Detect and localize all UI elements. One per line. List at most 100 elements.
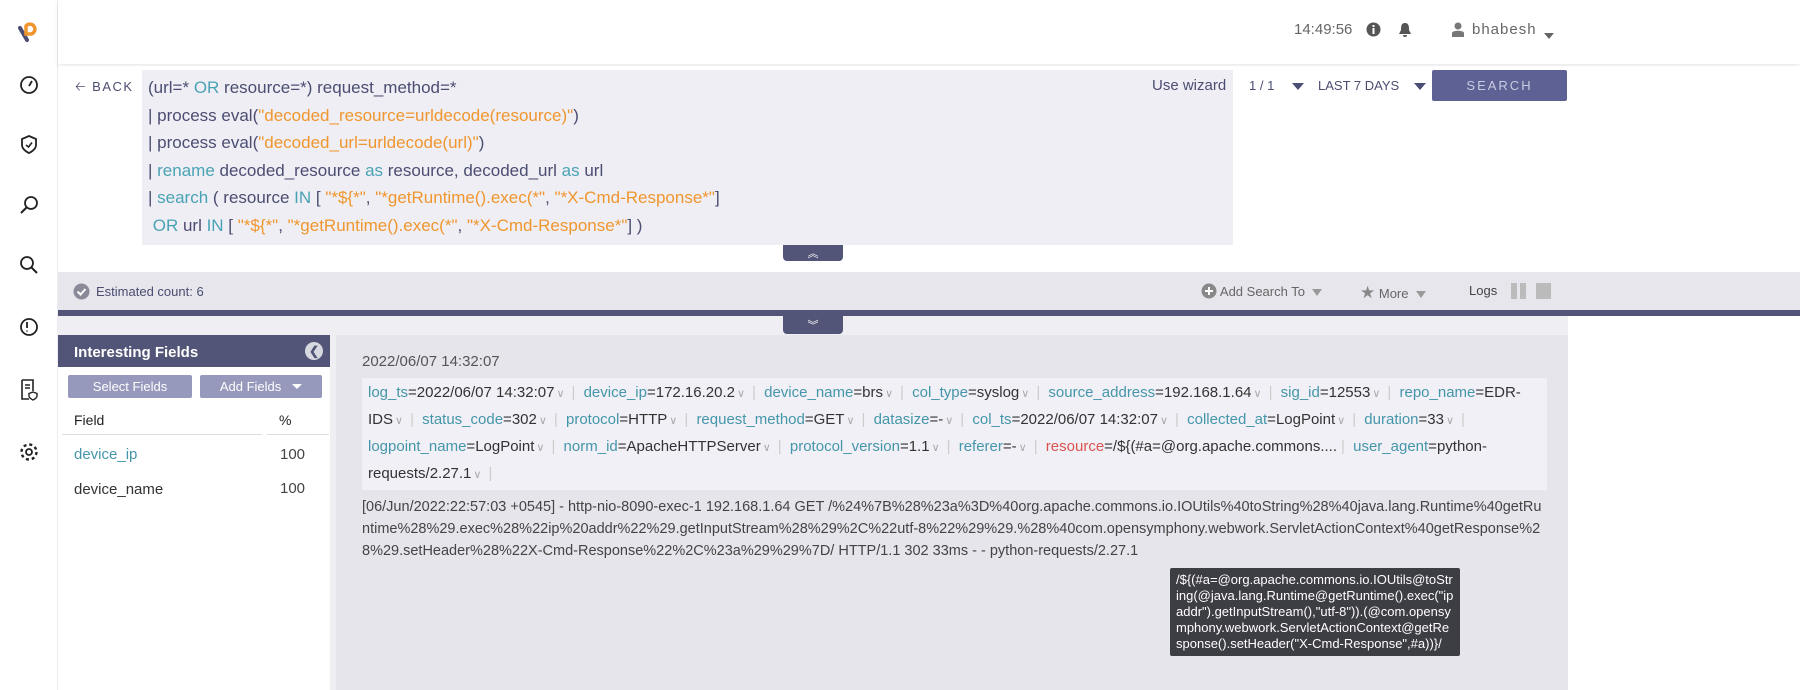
- log-field-collected-at[interactable]: collected_at=LogPoint∨: [1187, 411, 1346, 428]
- log-field-source-address[interactable]: source_address=192.168.1.64∨: [1048, 384, 1262, 401]
- field-key[interactable]: request_method: [696, 411, 805, 428]
- field-value[interactable]: python-requests/2.27.1: [368, 438, 1487, 482]
- field-value[interactable]: ApacheHTTPServer: [626, 438, 761, 455]
- log-field-repo-name[interactable]: repo_name=EDR-IDS∨: [368, 384, 1521, 428]
- chevron-down-icon[interactable]: ∨: [536, 442, 545, 454]
- chevron-down-icon[interactable]: ∨: [945, 415, 954, 427]
- chevron-down-icon[interactable]: [1544, 27, 1554, 44]
- field-key[interactable]: protocol_version: [789, 438, 900, 455]
- field-value[interactable]: 302: [511, 411, 537, 428]
- shield-check-icon[interactable]: [17, 133, 41, 157]
- chevron-down-icon[interactable]: ∨: [884, 388, 894, 400]
- log-field-protocol-version[interactable]: protocol_version=1.1∨: [789, 438, 940, 455]
- field-value[interactable]: 1.1: [908, 438, 930, 455]
- field-key[interactable]: collected_at: [1187, 411, 1268, 428]
- chevron-down-icon[interactable]: ∨: [473, 469, 482, 481]
- chevron-down-icon[interactable]: ∨: [1445, 415, 1455, 427]
- chevron-down-icon[interactable]: ∨: [762, 442, 771, 454]
- time-range-dropdown[interactable]: LAST 7 DAYS: [1318, 78, 1426, 93]
- investigate-icon[interactable]: [17, 193, 41, 217]
- log-field-duration[interactable]: duration=33∨: [1364, 411, 1455, 428]
- log-field-logpoint-name[interactable]: logpoint_name=LogPoint∨: [368, 438, 545, 455]
- collapse-panel-icon[interactable]: ❮: [305, 342, 323, 360]
- field-key[interactable]: col_type: [912, 384, 968, 401]
- field-key[interactable]: norm_id: [563, 438, 618, 455]
- log-field-device-ip[interactable]: device_ip=172.16.20.2∨: [583, 384, 746, 401]
- chevron-down-icon[interactable]: ∨: [846, 415, 855, 427]
- field-key[interactable]: repo_name: [1399, 384, 1476, 401]
- pager-dropdown[interactable]: 1 / 1: [1249, 78, 1305, 93]
- field-row-device-ip[interactable]: device_ip: [74, 446, 138, 463]
- chevron-down-icon[interactable]: ∨: [556, 388, 565, 400]
- field-key[interactable]: datasize: [873, 411, 930, 428]
- field-key[interactable]: source_address: [1048, 384, 1156, 401]
- log-field-col-type[interactable]: col_type=syslog∨: [912, 384, 1030, 401]
- search-button[interactable]: SEARCH: [1432, 70, 1567, 101]
- field-key[interactable]: referer: [958, 438, 1003, 455]
- expand-query-button[interactable]: ︾: [783, 316, 843, 334]
- field-value[interactable]: LogPoint: [1275, 411, 1336, 428]
- log-field-datasize[interactable]: datasize=-∨: [873, 411, 954, 428]
- field-value[interactable]: 2022/06/07 14:32:07: [416, 384, 555, 401]
- add-search-to-menu[interactable]: Add Search To: [1201, 283, 1323, 299]
- collapse-query-button[interactable]: ︽: [783, 245, 843, 261]
- field-key[interactable]: sig_id: [1280, 384, 1320, 401]
- field-value[interactable]: EDR-IDS: [368, 384, 1521, 428]
- field-key[interactable]: logpoint_name: [368, 438, 467, 455]
- logo-icon[interactable]: [17, 20, 41, 44]
- log-field-protocol[interactable]: protocol=HTTP∨: [565, 411, 678, 428]
- field-key[interactable]: device_ip: [583, 384, 647, 401]
- split-view-toggle[interactable]: [1511, 283, 1526, 299]
- log-field-referer[interactable]: referer=-∨: [958, 438, 1027, 455]
- field-value[interactable]: 172.16.20.2: [655, 384, 735, 401]
- log-field-resource[interactable]: resource=/${(#a=@org.apache.commons....: [1045, 438, 1338, 455]
- field-key[interactable]: device_name: [764, 384, 854, 401]
- log-field-sig-id[interactable]: sig_id=12553∨: [1280, 384, 1381, 401]
- search-icon[interactable]: [17, 253, 41, 277]
- report-icon[interactable]: [17, 378, 41, 402]
- select-fields-button[interactable]: Select Fields: [68, 375, 192, 398]
- chevron-down-icon[interactable]: ∨: [1021, 388, 1030, 400]
- chevron-down-icon[interactable]: ∨: [931, 442, 940, 454]
- chevron-down-icon[interactable]: ∨: [1018, 442, 1027, 454]
- log-field-col-ts[interactable]: col_ts=2022/06/07 14:32:07∨: [972, 411, 1169, 428]
- field-value[interactable]: /${(#a=@org.apache.commons....: [1112, 438, 1338, 455]
- field-value[interactable]: GET: [813, 411, 845, 428]
- field-key[interactable]: status_code: [422, 411, 504, 428]
- gear-icon[interactable]: [17, 440, 41, 464]
- chevron-down-icon[interactable]: ∨: [669, 415, 678, 427]
- field-value[interactable]: -: [1011, 438, 1017, 455]
- chevron-down-icon[interactable]: ∨: [736, 388, 746, 400]
- log-field-user-agent[interactable]: user_agent=python-requests/2.27.1∨: [368, 438, 1487, 482]
- chevron-down-icon[interactable]: ∨: [1159, 415, 1169, 427]
- query-input[interactable]: (url=* OR resource=*) request_method=*| …: [142, 70, 1233, 245]
- field-value[interactable]: 2022/06/07 14:32:07: [1020, 411, 1158, 428]
- log-field-device-name[interactable]: device_name=brs∨: [764, 384, 894, 401]
- add-fields-button[interactable]: Add Fields: [200, 375, 322, 398]
- use-wizard-link[interactable]: Use wizard: [1152, 77, 1227, 94]
- chevron-down-icon[interactable]: ∨: [538, 415, 547, 427]
- dashboard-icon[interactable]: [17, 73, 41, 97]
- bell-icon[interactable]: [1398, 22, 1412, 42]
- chevron-down-icon[interactable]: ∨: [1253, 388, 1262, 400]
- chevron-down-icon[interactable]: ∨: [395, 415, 404, 427]
- incident-icon[interactable]: [17, 315, 41, 339]
- field-row-device-name[interactable]: device_name: [74, 481, 164, 498]
- field-key[interactable]: user_agent: [1353, 438, 1429, 455]
- field-value[interactable]: 12553: [1328, 384, 1371, 401]
- log-field-status-code[interactable]: status_code=302∨: [422, 411, 547, 428]
- field-key[interactable]: log_ts: [368, 384, 409, 401]
- field-key[interactable]: duration: [1364, 411, 1419, 428]
- chevron-down-icon[interactable]: ∨: [1372, 388, 1381, 400]
- more-menu[interactable]: ★ More: [1360, 283, 1426, 303]
- field-value[interactable]: HTTP: [628, 411, 668, 428]
- field-value[interactable]: LogPoint: [475, 438, 535, 455]
- log-field-log-ts[interactable]: log_ts=2022/06/07 14:32:07∨: [368, 384, 565, 401]
- field-value[interactable]: 33: [1427, 411, 1444, 428]
- field-value[interactable]: -: [938, 411, 944, 428]
- back-button[interactable]: 🡠 BACK: [75, 78, 134, 100]
- field-key[interactable]: protocol: [565, 411, 620, 428]
- field-key[interactable]: resource: [1045, 438, 1105, 455]
- field-value[interactable]: 192.168.1.64: [1163, 384, 1252, 401]
- field-key[interactable]: col_ts: [972, 411, 1012, 428]
